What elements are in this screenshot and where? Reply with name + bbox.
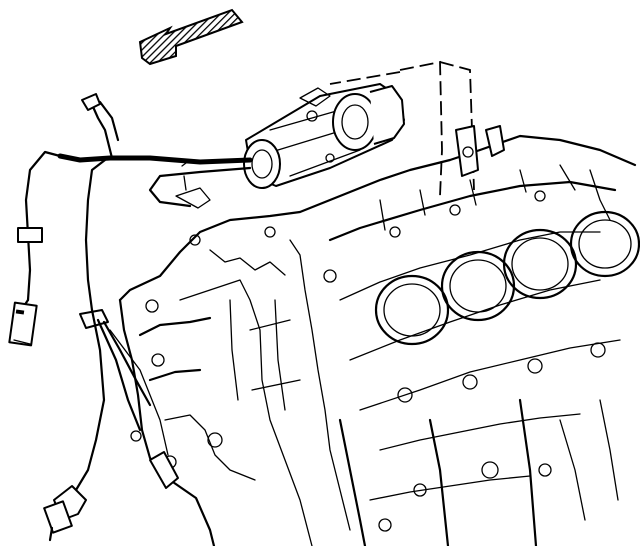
cylinder-bores bbox=[374, 210, 640, 346]
starter-mount-bracket bbox=[175, 159, 211, 209]
harness-connector-upper-icon bbox=[8, 298, 38, 347]
starter-motor bbox=[243, 83, 405, 189]
wiring-harness bbox=[17, 93, 253, 492]
harness-connector-lower-icon bbox=[43, 485, 87, 542]
engine-block bbox=[118, 134, 637, 548]
direction-arrow-icon bbox=[138, 8, 244, 66]
ring-terminal-icon bbox=[455, 125, 505, 177]
